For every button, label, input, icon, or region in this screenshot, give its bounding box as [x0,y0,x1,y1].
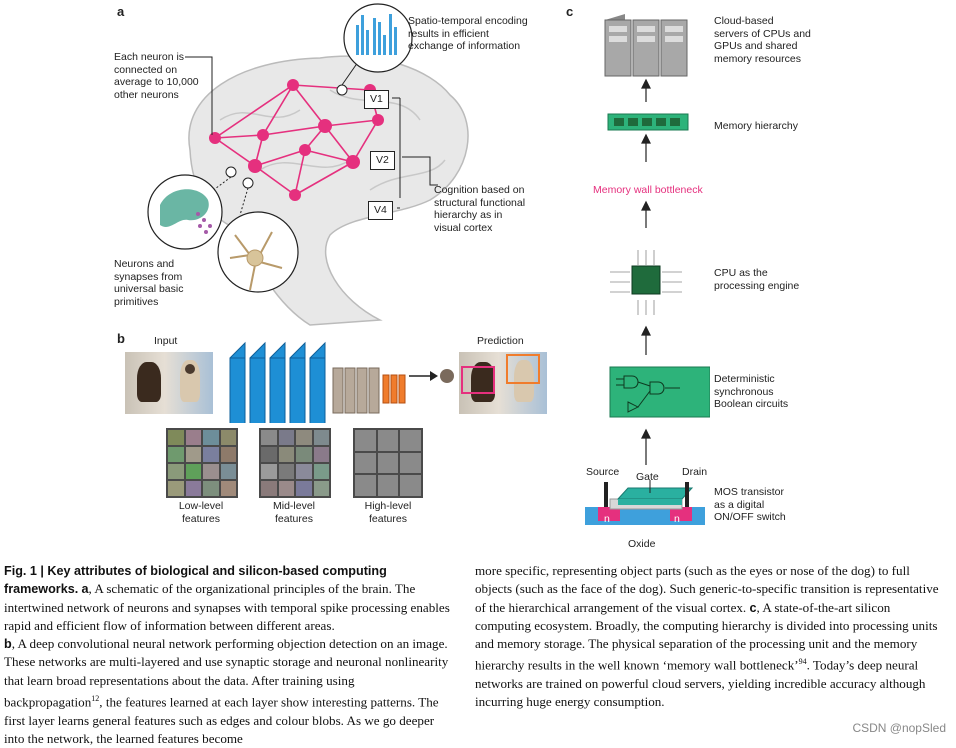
figure-title: Fig. 1 | Key attributes of biological an… [4,564,387,597]
prediction-label: Prediction [477,335,524,347]
gate-label: Gate [636,471,659,483]
cpu-chip-icon [610,250,682,315]
input-image [125,352,213,414]
panel-label-a: a [117,4,125,19]
caption-right-text-2: , A state-of-the-art silicon computing e… [475,599,938,673]
mid-level-feature-grid [259,428,331,498]
memory-wall-bottleneck-label: Memory wall bottleneck [593,184,703,196]
panel-label-c: c [566,4,574,19]
caption-b-label: b [4,637,12,652]
mos-transistor-icon [585,480,705,525]
v4-box: V4 [368,201,393,220]
high-level-feature-grid [353,428,423,498]
watermark: CSDN @nopSled [852,721,946,735]
annotation-synapses: Neurons and synapses from universal basi… [114,258,184,308]
n-region-right: n [674,513,680,525]
low-level-feature-grid [166,428,238,498]
n-region-left: n [604,513,610,525]
cnn-layers [229,341,454,423]
caption-a-label: a [81,582,89,597]
neuron-network [214,84,379,196]
cloud-servers-icon [604,14,688,77]
high-level-label: High-level features [364,500,412,525]
caption-right-column: more specific, representing object parts… [475,562,945,712]
silicon-stack-diagram [585,14,710,525]
caption-b-text-1: , A deep convolutional neural network pe… [4,636,449,710]
annotation-cognition: Cognition based on structural functional… [434,184,526,234]
cpu-label: CPU as the processing engine [714,267,800,292]
prediction-image [459,352,547,414]
panel-label-b: b [117,331,125,346]
mos-transistor-label: MOS transistor as a digital ON/OFF switc… [714,486,786,523]
source-label: Source [586,466,620,478]
ref-12: 12 [91,694,100,704]
caption-right-text-1: more specific, representing object parts… [475,563,939,615]
boolean-circuit-icon [609,366,710,418]
brain-diagram [147,3,469,326]
input-label: Input [154,335,178,347]
brain-shape [188,55,469,326]
ref-94: 94 [798,657,807,667]
oxide-label: Oxide [628,538,656,550]
v1-box: V1 [364,90,389,109]
caption-left-column: Fig. 1 | Key attributes of biological an… [4,562,454,748]
memory-hierarchy-label: Memory hierarchy [714,120,799,132]
v2-box: V2 [370,151,395,170]
caption-b-text-2: , the features learned at each layer sho… [4,694,439,747]
low-level-label: Low-level features [178,500,224,525]
cloud-servers-label: Cloud-based servers of CPUs and GPUs and… [714,15,811,65]
caption-right-text-3: . Today’s deep neural networks are train… [475,657,926,710]
caption-c-label: c [749,600,757,615]
boolean-circuits-label: Deterministic synchronous Boolean circui… [714,373,789,410]
annotation-spatio-temporal: Spatio-temporal encoding results in effi… [408,15,528,52]
drain-label: Drain [682,466,708,478]
mid-level-label: Mid-level features [272,500,315,525]
annotation-neuron-connect: Each neuron is connected on average to 1… [114,51,199,101]
caption-a-text: , A schematic of the organizational prin… [4,581,450,633]
